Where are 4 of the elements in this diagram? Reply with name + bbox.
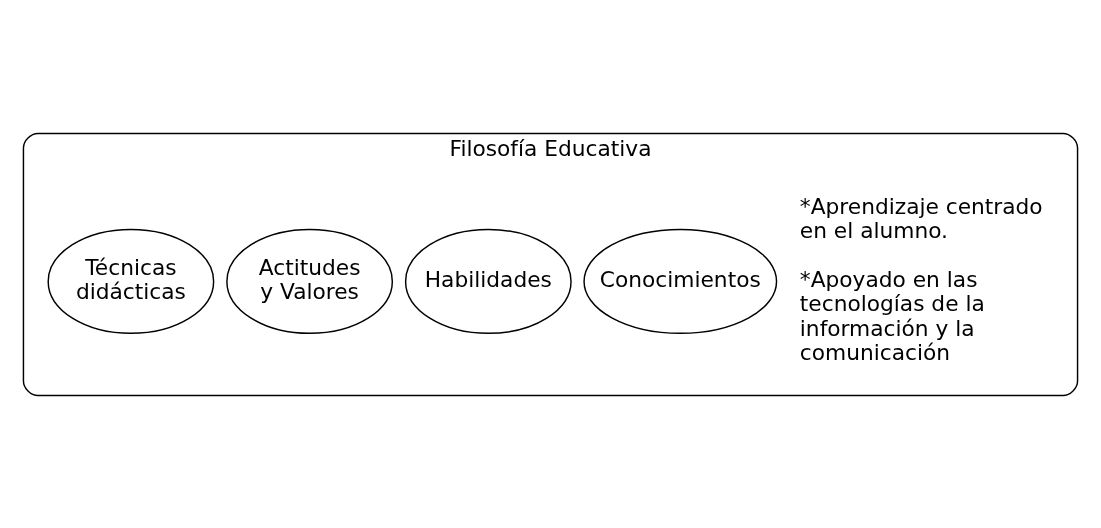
node-ellipse: Conocimientos [583, 228, 778, 334]
node-ellipse: Técnicas didácticas [47, 228, 215, 334]
node-ellipse: Actitudes y Valores [226, 228, 394, 334]
node-ellipse: Habilidades [404, 228, 572, 334]
